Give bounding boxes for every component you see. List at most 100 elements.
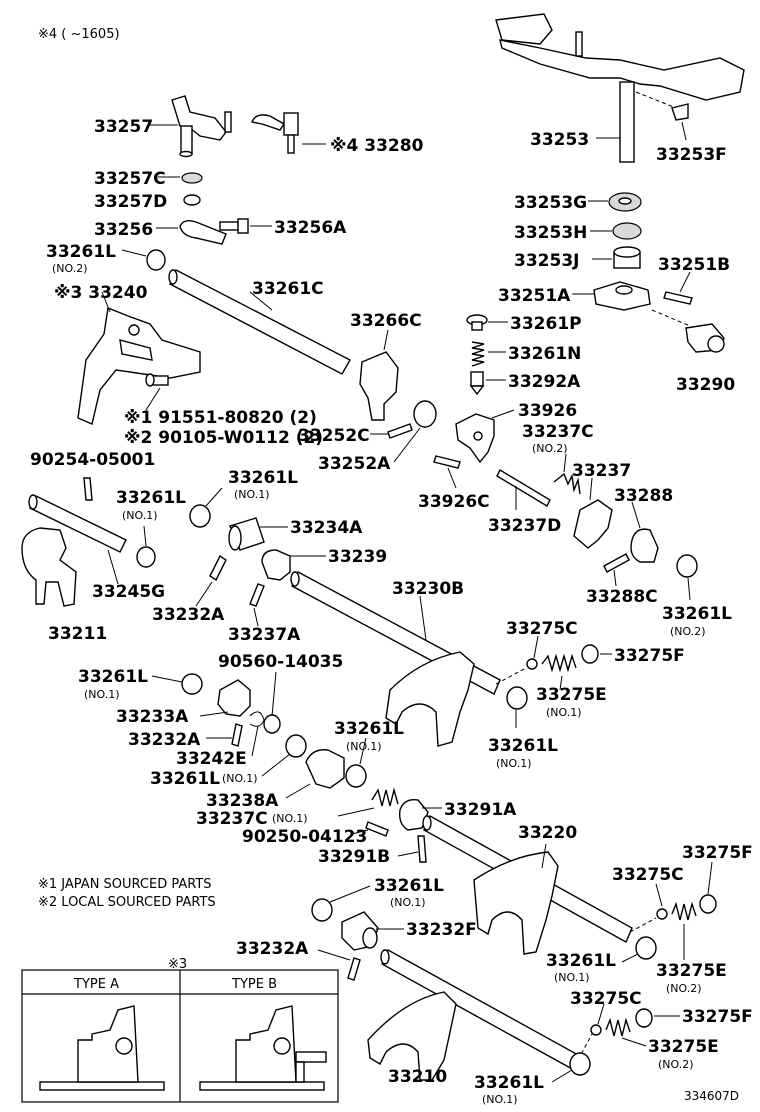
type-a-label: TYPE A (73, 977, 119, 992)
label-33280: ※4 33280 (330, 136, 424, 156)
label-91551: ※1 91551-80820 (2) (124, 408, 317, 428)
label-33252C: 33252C (298, 426, 370, 446)
part-33275C-c-drawing (590, 1024, 602, 1036)
label-33261L-g: 33261L (150, 769, 220, 789)
type-box (21, 969, 339, 1103)
label-33232A-c: 33232A (236, 939, 309, 959)
part-33292A-drawing (469, 371, 485, 396)
label-33275F-a: 33275F (614, 646, 685, 666)
part-33261N-drawing (471, 341, 485, 367)
part-33239-drawing (261, 549, 291, 581)
part-33266C-drawing (359, 351, 399, 421)
type-box-marker: ※3 (168, 957, 187, 972)
label-33211: 33211 (48, 624, 107, 644)
sub-33261L-c: (NO.1) (234, 488, 270, 501)
part-33290-drawing (685, 323, 725, 353)
label-33257C: 33257C (94, 169, 166, 189)
part-33926C-drawing (433, 455, 461, 469)
label-33261L-h: 33261L (334, 719, 404, 739)
label-33275E-b: 33275E (656, 961, 727, 981)
part-33232F-drawing (341, 911, 379, 951)
type-b-drawing (199, 1005, 327, 1091)
part-bolt-91551-drawing (145, 373, 169, 387)
part-33926-drawing (455, 413, 495, 464)
label-90254: 90254-05001 (30, 450, 155, 470)
label-33240: ※3 33240 (54, 283, 148, 303)
sub-33261L-d: (NO.2) (670, 625, 706, 638)
label-33926: 33926 (518, 401, 577, 421)
label-33251A: 33251A (498, 286, 571, 306)
part-33253F-drawing (671, 103, 689, 121)
part-33261P-drawing (466, 314, 488, 331)
sub-33275E-b: (NO.2) (666, 982, 702, 995)
part-33257D-drawing (183, 194, 201, 206)
label-33210: 33210 (388, 1067, 447, 1087)
part-33238A-drawing (305, 749, 345, 789)
label-33253H: 33253H (514, 223, 587, 243)
label-33257: 33257 (94, 117, 153, 137)
part-33275C-a-drawing (526, 658, 538, 670)
label-90105: ※2 90105-W0112 (2) (124, 428, 323, 448)
part-90560-drawing (263, 714, 281, 734)
part-33237A-drawing (249, 583, 265, 607)
part-33256-drawing (179, 219, 227, 245)
part-33261C-drawing (168, 269, 351, 375)
label-33253G: 33253G (514, 193, 587, 213)
sub-33261L-f: (NO.1) (84, 688, 120, 701)
label-33261N: 33261N (508, 344, 581, 364)
label-33261L-f: 33261L (78, 667, 148, 687)
label-33926C: 33926C (418, 492, 490, 512)
label-33288: 33288 (614, 486, 673, 506)
label-33291A: 33291A (444, 800, 517, 820)
label-33237C-a: 33237C (522, 422, 594, 442)
label-33253: 33253 (530, 130, 589, 150)
label-33237: 33237 (572, 461, 631, 481)
label-33232F: 33232F (406, 920, 477, 940)
part-33242E-drawing (249, 711, 265, 727)
part-33261L-e-drawing (506, 686, 528, 710)
label-33275F-b: 33275F (682, 843, 753, 863)
label-90560: 90560-14035 (218, 652, 343, 672)
label-33261L-e: 33261L (488, 736, 558, 756)
part-90254-drawing (83, 477, 93, 501)
sub-33261L-b: (NO.1) (122, 509, 158, 522)
part-33261L-d-drawing (676, 554, 698, 578)
part-33275F-b-drawing (699, 894, 717, 914)
part-33237D-drawing (496, 469, 551, 507)
sub-33261L-g: (NO.1) (222, 772, 258, 785)
part-33275E-b-drawing (671, 901, 697, 921)
part-33288C-drawing (603, 553, 630, 573)
label-33237C-b: 33237C (196, 809, 268, 829)
sub-33237C-b: (NO.1) (272, 812, 308, 825)
part-33275F-a-drawing (581, 644, 599, 664)
label-33242E: 33242E (176, 749, 247, 769)
part-33261L-g-drawing (285, 734, 307, 758)
label-33256: 33256 (94, 220, 153, 240)
part-33232A-a-drawing (209, 554, 227, 582)
part-33261L-i-drawing (311, 898, 333, 922)
label-33261L-k: 33261L (474, 1073, 544, 1093)
note-local-sourced: ※2 LOCAL SOURCED PARTS (38, 895, 216, 910)
label-33238A: 33238A (206, 791, 279, 811)
part-33257-drawing (171, 95, 232, 158)
part-33261L-c-drawing (189, 504, 211, 528)
part-33251A-drawing (593, 281, 651, 311)
sub-33275E-a: (NO.1) (546, 706, 582, 719)
label-33253F: 33253F (656, 145, 727, 165)
label-33292A: 33292A (508, 372, 581, 392)
label-33220: 33220 (518, 823, 577, 843)
part-33211-drawing (21, 527, 77, 607)
label-33275F-c: 33275F (682, 1007, 753, 1027)
label-33275C-a: 33275C (506, 619, 578, 639)
label-33237A: 33237A (228, 625, 301, 645)
part-33261L-k-drawing (569, 1052, 591, 1076)
part-33240-drawing (77, 307, 201, 425)
label-33256A: 33256A (274, 218, 347, 238)
part-33220-drawing (422, 815, 633, 955)
label-33275C-b: 33275C (612, 865, 684, 885)
label-33261L-d: 33261L (662, 604, 732, 624)
part-33232A-c-drawing (347, 957, 361, 981)
label-33275C-c: 33275C (570, 989, 642, 1009)
part-33253J-drawing (613, 246, 641, 269)
label-33266C: 33266C (350, 311, 422, 331)
